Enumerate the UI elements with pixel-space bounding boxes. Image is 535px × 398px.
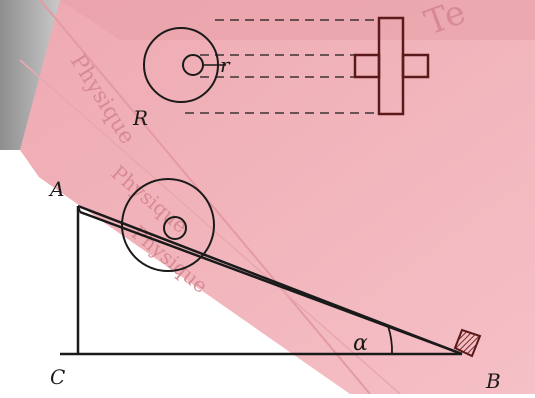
incline	[60, 204, 463, 356]
angle-alpha-arc	[387, 325, 393, 355]
stopper-block	[453, 328, 482, 358]
label-alpha: α	[353, 331, 368, 356]
label-R: R	[132, 106, 148, 130]
label-r: r	[220, 53, 231, 77]
stopper	[453, 328, 482, 358]
page-shadow	[0, 150, 190, 394]
wheel-axle	[163, 216, 187, 240]
wheel-side-view	[353, 16, 430, 116]
label-A: A	[48, 177, 64, 201]
wheel-outer	[121, 178, 215, 272]
wheel-on-incline	[121, 178, 215, 272]
inner-circle-r	[182, 54, 204, 76]
book-spine-grey	[0, 0, 60, 150]
wheel-front-view: r R	[132, 27, 231, 130]
book-edge-line	[19, 59, 401, 395]
label-B: B	[485, 369, 501, 393]
rail-end-A	[77, 205, 81, 213]
label-C: C	[50, 365, 65, 389]
incline-rail-upper	[79, 210, 463, 356]
axle-left	[353, 53, 381, 79]
axle-right	[401, 53, 430, 79]
projection-lines	[185, 19, 380, 114]
